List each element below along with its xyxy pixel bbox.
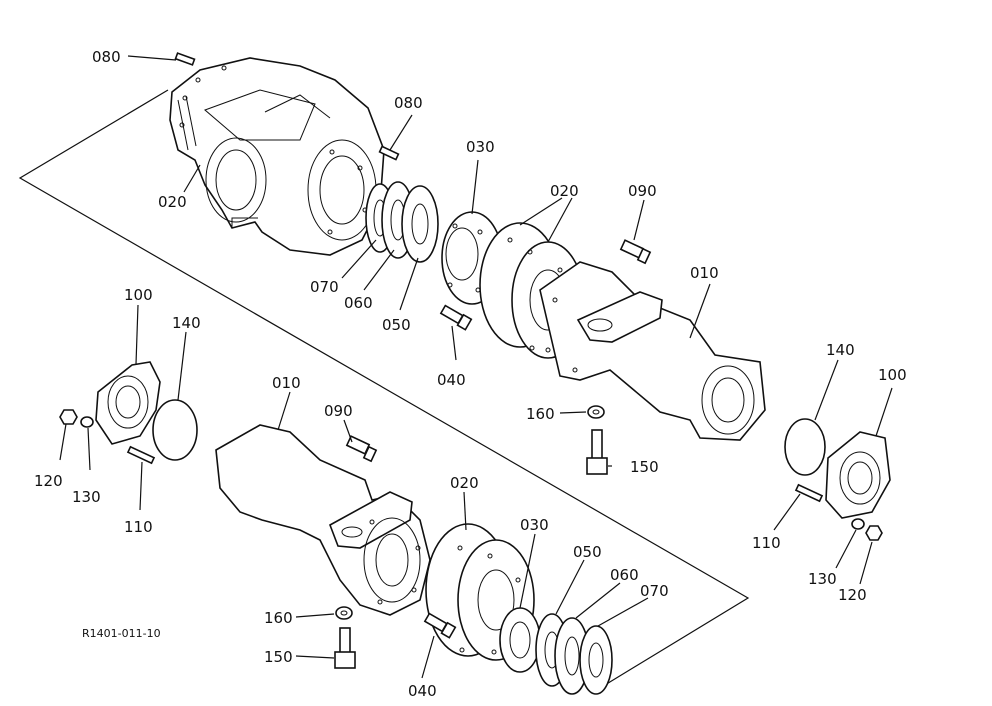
callout-010-right: 010 [690,264,719,282]
washer-130-right [851,518,865,530]
bolt-040-top [439,304,473,331]
callout-120-left: 120 [34,472,63,490]
leader-lines [59,55,893,679]
group-frame [18,89,750,689]
callout-050-bottom: 050 [573,543,602,561]
cover-100-left [95,361,161,445]
reference-code: R1401-011-10 [82,627,161,640]
axle-housing-010-top [539,261,766,441]
callout-020-bottom: 020 [450,474,479,492]
callout-030-top: 030 [466,138,495,156]
o-ring-140-left [152,399,198,461]
callout-130-right: 130 [808,570,837,588]
callout-050-top: 050 [382,316,411,334]
callout-060-top: 060 [344,294,373,312]
nut-120-left [59,409,78,425]
stud-110-right [794,483,824,503]
callout-160-left: 160 [264,609,293,627]
shim-070-bottom [579,625,613,695]
callout-080-top: 080 [92,48,121,66]
callout-150-right: 150 [630,458,659,476]
callout-120-right: 120 [838,586,867,604]
callout-labels: 080 080 020 030 020 090 070 060 050 040 … [34,48,907,700]
o-ring-140-right [784,418,826,476]
axle-housing-010-left [215,424,431,616]
callout-070-top: 070 [310,278,339,296]
callout-110-left: 110 [124,518,153,536]
washer-160-left [335,606,353,620]
callout-100-left: 100 [124,286,153,304]
callout-060-bottom: 060 [610,566,639,584]
washer-130-left [80,416,94,428]
bolt-150-right [586,429,608,475]
callout-100-right: 100 [878,366,907,384]
callout-040-bottom: 040 [408,682,437,700]
pin-080-top [174,52,196,66]
shim-050-top [401,185,439,263]
callout-160-right: 160 [526,405,555,423]
gear-housing [169,57,385,256]
callout-080-mid: 080 [394,94,423,112]
bolt-150-left [334,627,356,669]
bolt-090-left [345,435,378,463]
callout-070-bottom: 070 [640,582,669,600]
callout-020-left: 020 [158,193,187,211]
cover-100-right [825,431,891,519]
pin-080-mid [378,145,400,161]
callout-020-top: 020 [550,182,579,200]
washer-160-right [587,405,605,419]
bolt-090-top [619,239,652,265]
callout-090-left: 090 [324,402,353,420]
shim-060-bottom [554,617,590,695]
stud-110-left [126,445,156,465]
callout-090-top: 090 [628,182,657,200]
callout-150-left: 150 [264,648,293,666]
nut-120-right [865,525,883,541]
bolt-040-bottom [423,612,457,639]
callout-140-left: 140 [172,314,201,332]
callout-040-top: 040 [437,371,466,389]
callout-110-right: 110 [752,534,781,552]
callout-140-right: 140 [826,341,855,359]
flange-030-bottom [499,607,541,673]
callout-010-left: 010 [272,374,301,392]
callout-030-bottom: 030 [520,516,549,534]
callout-130-left: 130 [72,488,101,506]
